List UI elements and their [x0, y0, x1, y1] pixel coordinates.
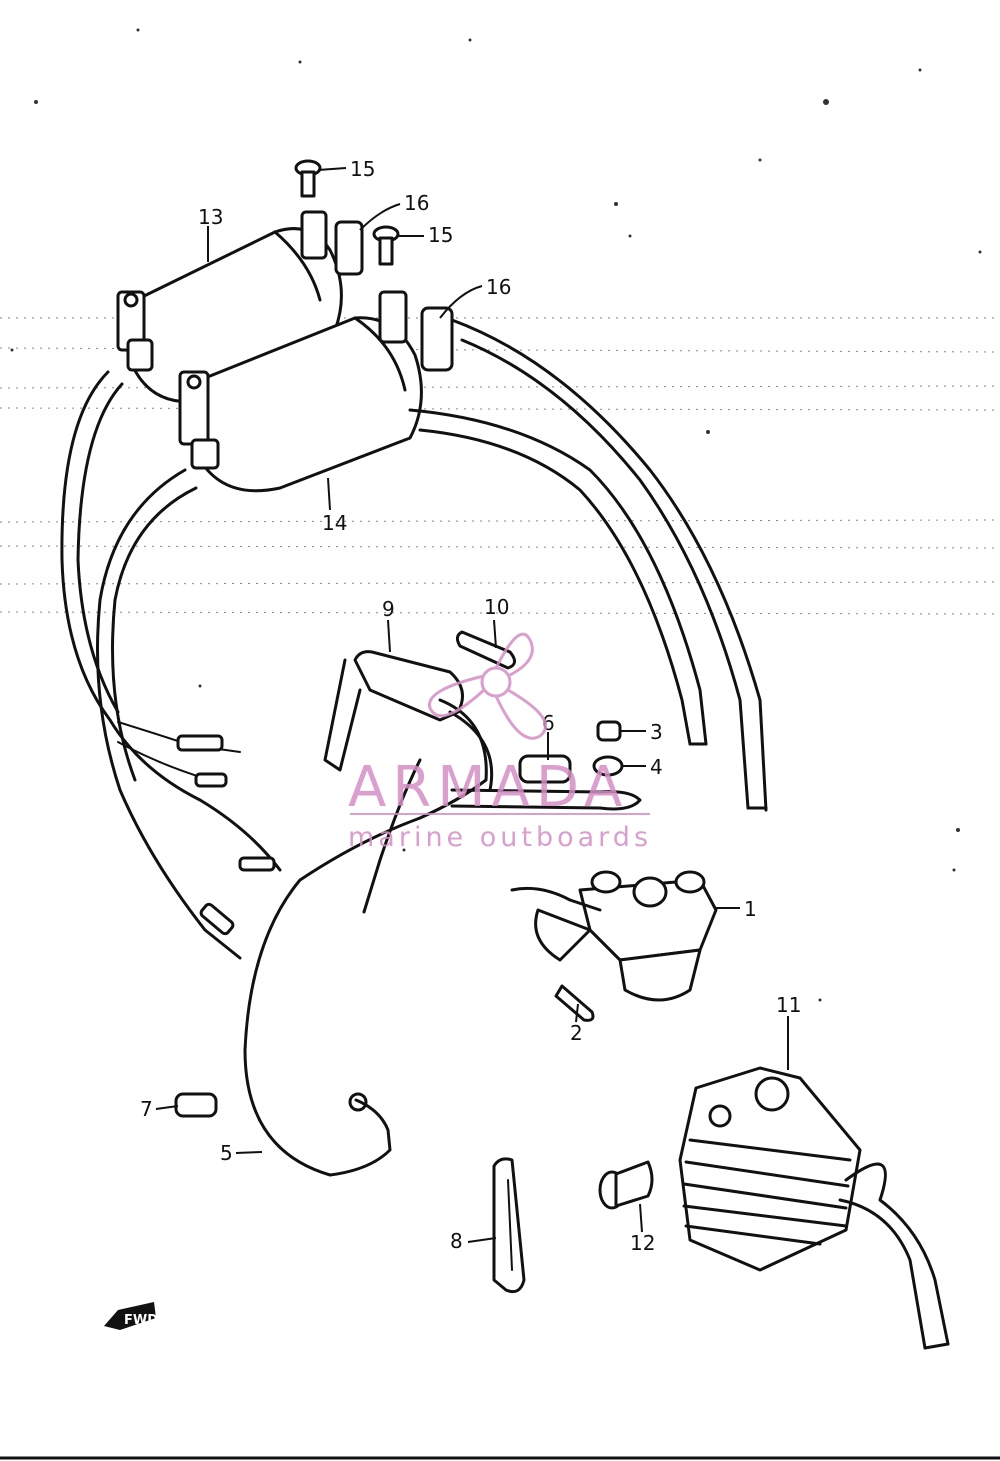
watermark-subtitle: marine outboards [348, 822, 652, 853]
condenser-9 [243, 650, 494, 1177]
forward-marker-text: FWD [124, 1313, 158, 1328]
callout-7: 7 [140, 1097, 153, 1121]
screw-15-upper [294, 159, 322, 198]
watermark-title: ARMADA [348, 755, 628, 820]
regulator-11 [678, 1066, 950, 1350]
starter-relay-1 [510, 870, 718, 1002]
forward-marker: FWD [104, 1302, 158, 1330]
high-tension-leads [408, 318, 768, 812]
part-6-terminal [450, 754, 642, 811]
callout-labels: 13 14 15 15 16 16 9 10 6 3 4 1 2 11 7 5 … [140, 157, 801, 1255]
callout-16-lower: 16 [486, 275, 511, 299]
callout-9: 9 [382, 597, 395, 621]
screw-15-lower [372, 225, 400, 266]
screw-2 [554, 984, 595, 1022]
callout-1: 1 [744, 897, 757, 921]
low-tension-leads [60, 370, 282, 960]
bracket-8 [492, 1157, 526, 1294]
bolt-12 [598, 1160, 654, 1210]
nut-3 [596, 720, 622, 742]
callout-13: 13 [198, 205, 223, 229]
propeller-logo [427, 632, 547, 740]
callout-16-upper: 16 [404, 191, 429, 215]
callout-8: 8 [450, 1229, 463, 1253]
leader-lines [155, 167, 789, 1243]
ignition-coil-13 [116, 210, 364, 404]
callout-10: 10 [484, 595, 509, 619]
callout-4: 4 [650, 755, 663, 779]
callout-12: 12 [630, 1231, 655, 1255]
scan-noise-lines [0, 317, 1000, 615]
callout-15-upper: 15 [350, 157, 375, 181]
callout-5: 5 [220, 1141, 233, 1165]
ignition-coil-14 [178, 290, 454, 493]
callout-2: 2 [570, 1021, 583, 1045]
callout-11: 11 [776, 993, 801, 1017]
callout-15-lower: 15 [428, 223, 453, 247]
callout-14: 14 [322, 511, 347, 535]
clip-7 [174, 1092, 218, 1118]
watermark: ARMADA marine outboards [348, 632, 652, 853]
callout-3: 3 [650, 720, 663, 744]
